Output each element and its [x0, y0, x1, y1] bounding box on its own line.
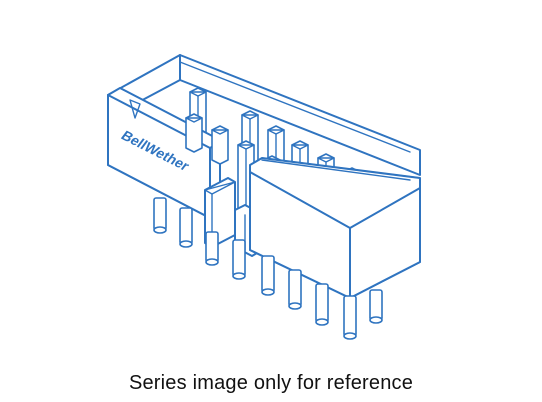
image-caption: Series image only for reference	[128, 372, 414, 394]
pcb-pins	[153, 197, 383, 340]
shroud-right	[249, 157, 421, 299]
